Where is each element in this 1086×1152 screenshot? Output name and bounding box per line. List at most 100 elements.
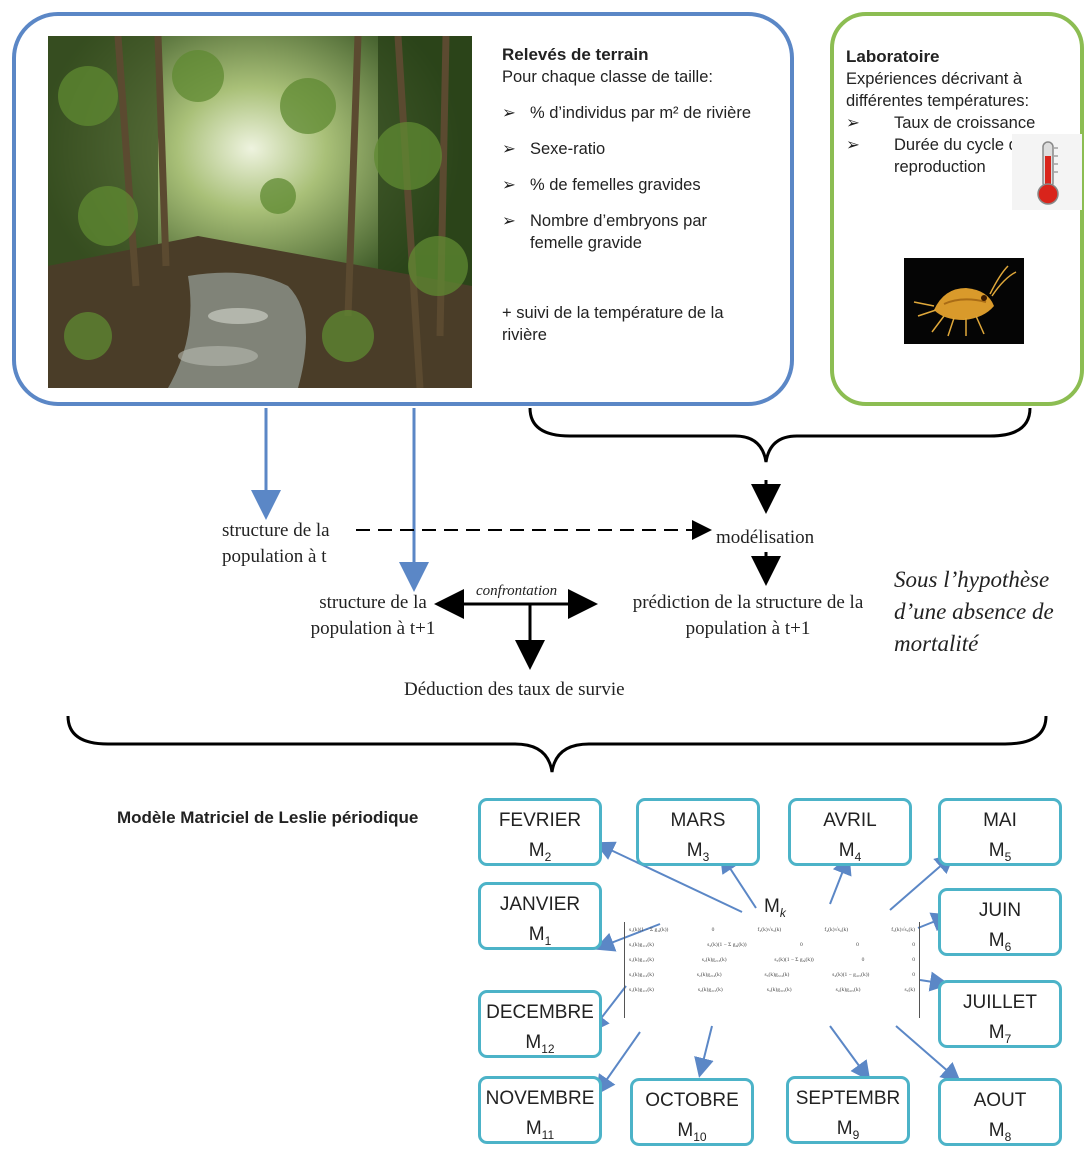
month-box-juillet: JUILLET M7: [938, 980, 1062, 1048]
matrix-cell: s₄(k)(1 − g₄,₅(k)): [832, 971, 870, 978]
month-matrix: M3: [686, 840, 710, 864]
matrix-cell: 0: [856, 941, 859, 948]
field-bullet-text: % d’individus par m² de rivière: [530, 104, 752, 122]
field-bullet: ➢ Nombre d’embryons par femelle gravide: [502, 210, 792, 254]
month-name: JANVIER: [499, 894, 581, 915]
bullet-arrow-icon: ➢: [846, 136, 860, 154]
month-box-avril: AVRIL M4: [788, 798, 912, 866]
field-survey-text: Relevés de terrain Pour chaque classe de…: [502, 44, 792, 346]
field-bullet-text: Nombre d’embryons par femelle gravide: [530, 212, 707, 252]
month-name: AVRIL: [823, 810, 877, 831]
matrix-cell: 0: [711, 926, 715, 933]
lab-bullet: ➢ Taux de croissance: [846, 112, 1082, 134]
lab-title: Laboratoire: [846, 47, 940, 66]
lab-bullet: ➢ Durée du cycle de reproduction: [846, 134, 1082, 178]
month-name: MAI: [983, 810, 1017, 831]
field-title: Relevés de terrain: [502, 45, 649, 64]
month-name: OCTOBRE: [645, 1090, 739, 1111]
matrix-label: Mk: [764, 896, 786, 920]
thermometer-icon: [1012, 134, 1082, 210]
field-extra: + suivi de la température de la rivière: [502, 304, 724, 344]
lab-bullet-text: Taux de croissance: [894, 114, 1036, 132]
field-bullet: ➢ Sexe-ratio: [502, 138, 792, 160]
modelisation-label: modélisation: [716, 527, 815, 548]
deduction-label: Déduction des taux de survie: [404, 679, 625, 700]
matrix-cell: s₃(k)(1 − Σ g₃ⱼ(k)): [774, 956, 814, 963]
matrix-cell: s₁(k)g₁,₂(k): [629, 941, 654, 948]
matrix-cell: s₅(k): [904, 986, 915, 993]
month-name: DECEMBRE: [486, 1002, 594, 1023]
matrix-cell: 0: [912, 956, 915, 963]
matrix-cell: s₁(k)g₁,₃(k): [629, 956, 654, 963]
model-title: Modèle Matriciel de Leslie périodique: [117, 808, 419, 827]
bullet-arrow-icon: ➢: [502, 140, 516, 158]
month-name: JUIN: [978, 900, 1022, 921]
arrow-to-octobre: [694, 1025, 714, 1078]
matrix-cell: s₂(k)(1 − Σ g₂ⱼ(k)): [707, 941, 747, 948]
field-bullet: ➢ % de femelles gravides: [502, 174, 792, 196]
month-matrix: M11: [525, 1118, 555, 1142]
confrontation-label: confrontation: [476, 583, 558, 599]
month-box-fevrier: FEVRIER M2: [478, 798, 602, 866]
brace-top: [528, 407, 1032, 463]
month-matrix: M4: [838, 840, 862, 864]
matrix-cell: s₄(k)g₄,₅(k): [835, 986, 861, 993]
month-name: FEVRIER: [498, 810, 582, 831]
matrix-cell: s₃(k)g₃,₄(k): [764, 971, 790, 978]
matrix-cell: s₂(k)g₂,₃(k): [701, 956, 727, 963]
month-box-mars: MARS M3: [636, 798, 760, 866]
matrix-cell: s₁(k)g₁,₅(k): [629, 986, 654, 993]
amphipod-photo: [904, 258, 1024, 344]
matrix-label-sub: k: [779, 905, 786, 920]
matrix-cell: s₂(k)g₂,₅(k): [697, 986, 723, 993]
matrix-cell: s₃(k)g₃,₅(k): [766, 986, 792, 993]
bullet-arrow-icon: ➢: [502, 104, 516, 122]
month-name: NOVEMBRE: [485, 1088, 595, 1109]
month-matrix: M8: [988, 1120, 1012, 1144]
prediction-label: prédiction de la structure de la populat…: [632, 592, 864, 639]
month-matrix: M5: [988, 840, 1012, 864]
month-box-novembre: NOVEMBRE M11: [478, 1076, 602, 1144]
month-matrix: M10: [677, 1120, 707, 1144]
month-box-mai: MAI M5: [938, 798, 1062, 866]
matrix-label-sym: M: [764, 896, 780, 917]
field-intro: Pour chaque classe de taille:: [502, 68, 713, 86]
month-box-decembre: DECEMBRE M12: [478, 990, 602, 1058]
month-box-juin: JUIN M6: [938, 888, 1062, 956]
month-name: JUILLET: [963, 992, 1037, 1013]
lab-intro: Expériences décrivant à différentes temp…: [846, 70, 1030, 110]
month-name: SEPTEMBR: [795, 1088, 901, 1109]
matrix-cell: s₁(k)(1 − Σ g₁ⱼ(k)): [629, 926, 669, 933]
bullet-arrow-icon: ➢: [502, 176, 516, 194]
field-bullet-text: Sexe-ratio: [530, 140, 606, 158]
structure-t1-label: structure de la population à t+1: [310, 592, 436, 639]
month-matrix: M6: [988, 930, 1012, 954]
brace-bottom: [66, 715, 1048, 773]
month-name: MARS: [670, 810, 726, 831]
matrix-row: s₁(k)g₁,₄(k)s₂(k)g₂,₄(k)s₃(k)g₃,₄(k)s₄(k…: [625, 967, 919, 982]
hypothesis-note: Sous l’hypothèse d’une absence de mortal…: [894, 567, 1054, 656]
month-box-septembr: SEPTEMBR M9: [786, 1076, 910, 1144]
structure-t-label: structure de la population à t: [222, 520, 330, 567]
photo-river-stream: [48, 36, 472, 388]
field-bullet-text: % de femelles gravides: [530, 176, 701, 194]
matrix-cell: f₅(k)√s₅(k): [891, 926, 915, 933]
matrix-cell: 0: [799, 941, 803, 948]
month-box-octobre: OCTOBRE M10: [630, 1078, 754, 1146]
lab-bullet-text: Durée du cycle de reproduction: [894, 136, 1027, 176]
matrix-row: s₁(k)g₁,₅(k) s₂(k)g₂,₅(k) s₃(k)g₃,₅(k) s₄(k…: [625, 982, 919, 997]
bullet-arrow-icon: ➢: [502, 212, 516, 230]
month-matrix: M2: [528, 840, 552, 864]
matrix-cell: f₄(k)√s₄(k): [824, 926, 849, 933]
bullet-arrow-icon: ➢: [846, 114, 860, 132]
month-matrix: M1: [528, 924, 552, 948]
matrix-cell: 0: [912, 971, 915, 978]
month-matrix: M7: [988, 1022, 1012, 1046]
field-bullet: ➢ % d’individus par m² de rivière: [502, 102, 792, 124]
matrix-cell: s₂(k)g₂,₄(k): [696, 971, 722, 978]
laboratory-text: Laboratoire Expériences décrivant à diff…: [846, 46, 1082, 178]
month-box-janvier: JANVIER M1: [478, 882, 602, 950]
